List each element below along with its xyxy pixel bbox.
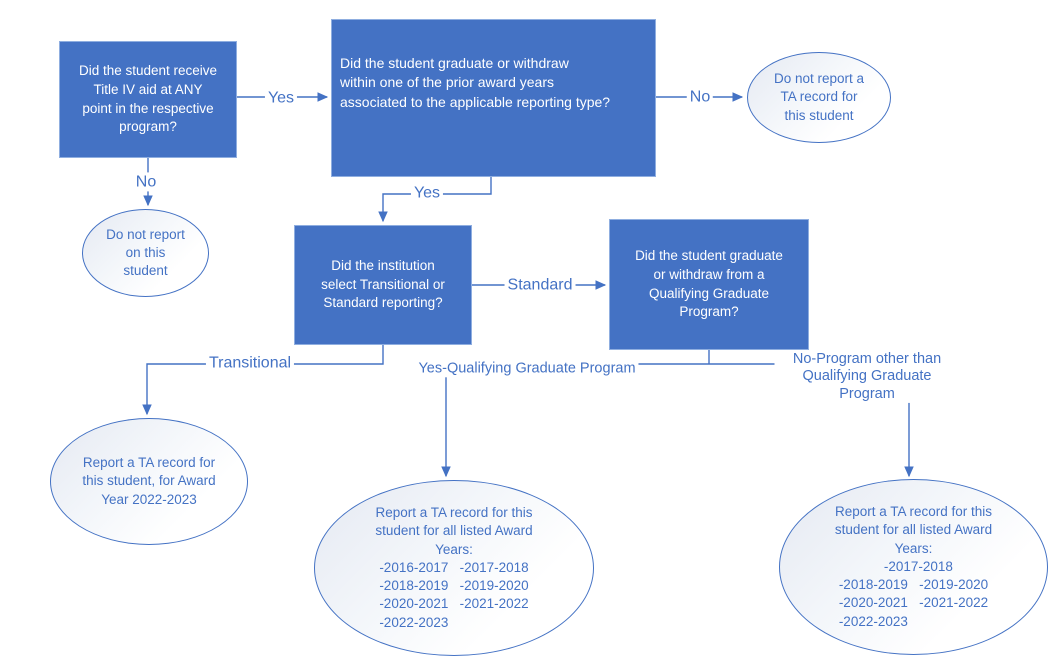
node-outcome-no-ta-record: Do not report a TA record for this stude… xyxy=(747,52,891,143)
edge-label-no-other-program: No-Program other than Qualifying Graduat… xyxy=(774,350,960,404)
node-question-reporting-type-text: Did the institution select Transitional … xyxy=(321,258,445,311)
node-question-qualifying-graduate-text: Did the student graduate or withdraw fro… xyxy=(635,248,783,320)
node-outcome-no-ta-record-text: Do not report a TA record for this stude… xyxy=(773,71,865,123)
node-outcome-report-all-years-other-intro: Report a TA record for this student for … xyxy=(834,504,993,556)
edge-label-standard: Standard xyxy=(504,275,576,295)
node-outcome-do-not-report: Do not report on this student xyxy=(82,209,209,297)
node-outcome-report-all-years-qgp-intro: Report a TA record for this student for … xyxy=(375,505,533,557)
node-outcome-report-2022-2023-text: Report a TA record for this student, for… xyxy=(82,455,216,507)
node-outcome-report-all-years-other-years: -2017-2018 -2018-2019 -2019-2020 -2020-2… xyxy=(838,558,989,629)
node-question-title-iv-text: Did the student receive Title IV aid at … xyxy=(78,63,218,135)
node-outcome-report-all-years-qgp: Report a TA record for this student for … xyxy=(314,480,594,656)
node-question-graduate-withdraw-text: Did the student graduate or withdraw wit… xyxy=(340,55,611,110)
edge-label-no-title-iv: No xyxy=(132,172,160,192)
edge-label-yes-title-iv: Yes xyxy=(264,88,298,108)
node-question-title-iv: Did the student receive Title IV aid at … xyxy=(59,41,237,158)
node-question-reporting-type: Did the institution select Transitional … xyxy=(294,225,472,345)
node-outcome-report-all-years-other: Report a TA record for this student for … xyxy=(779,479,1048,655)
edge-label-transitional: Transitional xyxy=(205,353,295,373)
node-outcome-report-2022-2023: Report a TA record for this student, for… xyxy=(50,418,248,545)
node-outcome-do-not-report-text: Do not report on this student xyxy=(106,226,185,279)
node-question-qualifying-graduate: Did the student graduate or withdraw fro… xyxy=(609,219,809,350)
node-question-graduate-withdraw: Did the student graduate or withdraw wit… xyxy=(331,19,656,177)
edge-label-no-graduate: No xyxy=(686,87,714,107)
edge-label-yes-qualifying: Yes-Qualifying Graduate Program xyxy=(415,360,639,378)
node-outcome-report-all-years-qgp-years: -2016-2017 -2017-2018 -2018-2019 -2019-2… xyxy=(379,559,529,630)
edge-label-yes-graduate: Yes xyxy=(410,183,444,203)
